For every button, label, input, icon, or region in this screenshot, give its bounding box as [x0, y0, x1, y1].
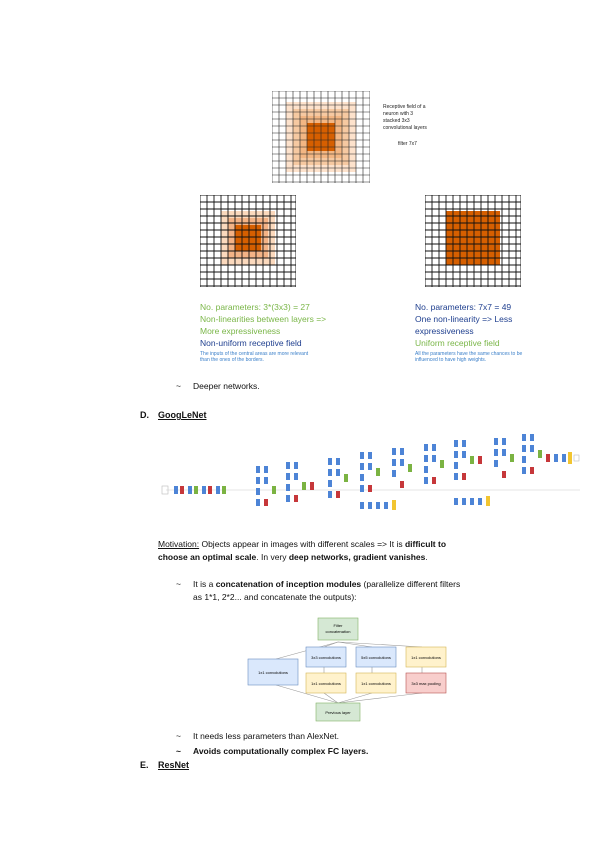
left-line2: Non-linearities between layers =>: [200, 314, 327, 324]
conv1c-label: 1x1 convolutions: [311, 681, 341, 686]
bullet-fc: ~Avoids computationally complex FC layer…: [176, 746, 369, 756]
prev-layer-label: Previous layer: [325, 710, 351, 715]
inception-module-diagram: Filter concatenation 1x1 convolutions 3x…: [247, 617, 447, 722]
filter-concat-label-2: concatenation: [326, 629, 351, 634]
section-d-letter: D.: [140, 410, 149, 420]
motivation-label: Motivation:: [158, 539, 200, 549]
left-note2: than the ones of the borders.: [200, 357, 264, 363]
maxpool-label: 3x3 max pooling: [411, 681, 440, 686]
googlenet-diagram: [161, 434, 580, 510]
motivation-paragraph: Motivation: Objects appear in images wit…: [158, 539, 447, 562]
left-line3: More expressiveness: [200, 326, 281, 336]
right-line2: One non-linearity => Less: [415, 314, 513, 324]
section-d-title: GoogLeNet: [158, 410, 207, 420]
left-panel-text: No. parameters: 3*(3x3) = 27 Non-lineari…: [200, 301, 380, 363]
conv3-label: 3x3 convolutions: [311, 655, 341, 660]
left-note1: The inputs of the central areas are more…: [200, 351, 309, 357]
filter-label: filter 7x7: [398, 141, 417, 147]
receptive-field-grid: [272, 91, 370, 183]
right-note2: influenced to have high weights.: [415, 357, 487, 363]
section-d-heading: D. GoogLeNet: [140, 410, 207, 420]
inception-stack-1: [256, 466, 276, 506]
conv1d-label: 1x1 convolutions: [361, 681, 391, 686]
bullet-deeper: ~Deeper networks.: [176, 381, 260, 391]
section-e-heading: E. ResNet: [140, 760, 189, 770]
tilde-bullet-icon: ~: [176, 579, 181, 589]
single-filter-grid: [425, 195, 521, 287]
bullet-less-params: ~It needs less parameters than AlexNet.: [176, 731, 339, 741]
tilde-bullet-icon: ~: [176, 731, 181, 741]
right-line3: expressiveness: [415, 326, 474, 336]
conv1b-label: 1x1 convolutions: [411, 655, 441, 660]
section-e-title: ResNet: [158, 760, 190, 770]
stacked-conv-grid: [200, 195, 296, 287]
tilde-bullet-icon: ~: [176, 381, 181, 391]
inception-bullet: ~It is a concatenation of inception modu…: [176, 579, 461, 602]
right-param-line: No. parameters: 7x7 = 49: [415, 302, 512, 312]
right-line4: Uniform receptive field: [415, 338, 500, 348]
right-note1: All the parameters have the same chances…: [415, 351, 523, 357]
filter-concat-label-1: Filter: [334, 623, 344, 628]
tilde-bullet-icon: ~: [176, 746, 181, 756]
receptive-field-note: Receptive field of a neuron with 3 stack…: [383, 104, 427, 131]
left-line4: Non-uniform receptive field: [200, 338, 302, 348]
conv5-label: 5x5 convolutions: [361, 655, 391, 660]
conv1-label: 1x1 convolutions: [258, 670, 288, 675]
left-param-line: No. parameters: 3*(3x3) = 27: [200, 302, 310, 312]
section-e-letter: E.: [140, 760, 149, 770]
right-panel-text: No. parameters: 7x7 = 49 One non-lineari…: [415, 301, 575, 363]
